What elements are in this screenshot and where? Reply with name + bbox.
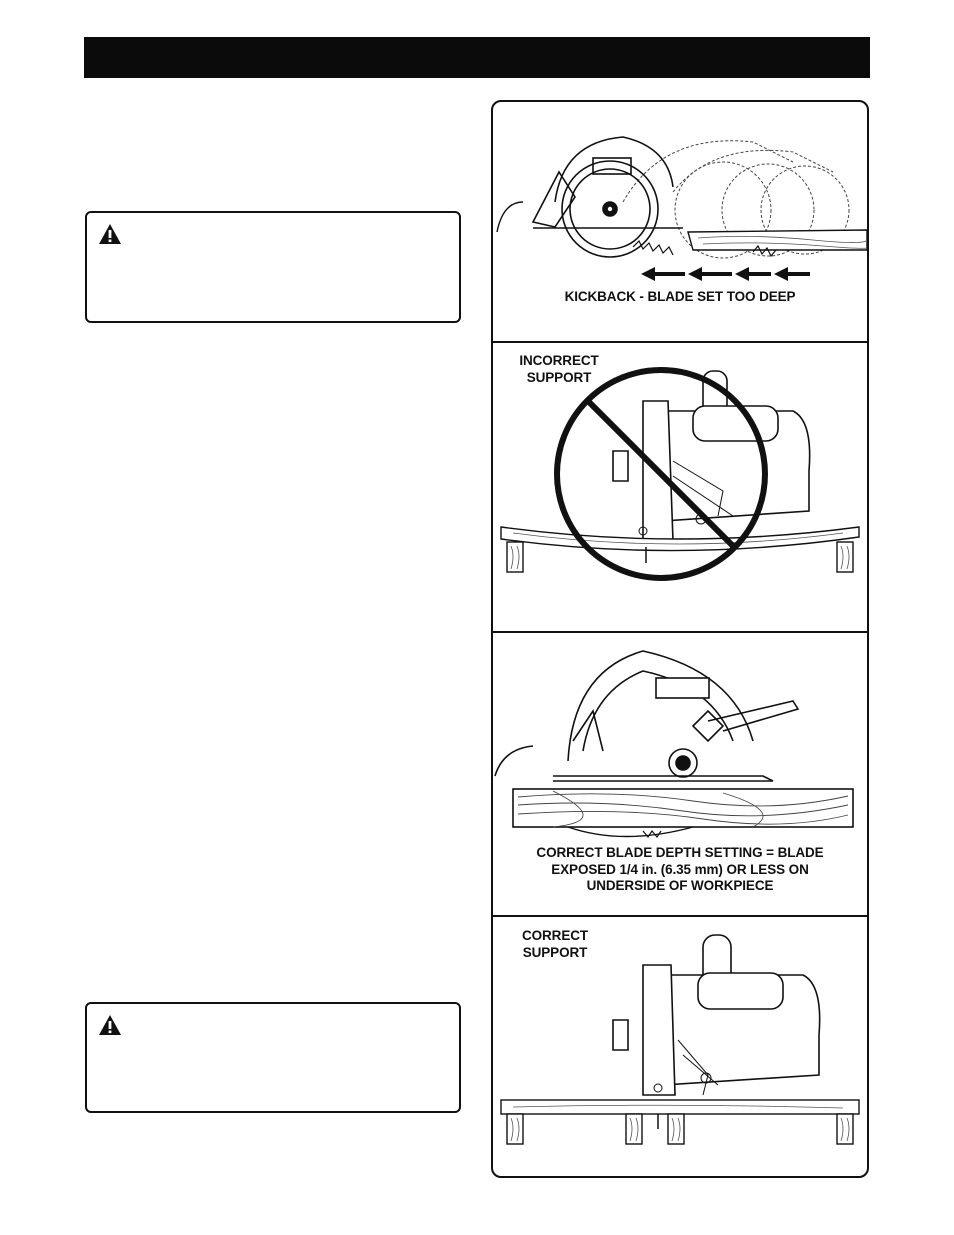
incorrect-support-label-line2: SUPPORT [526,369,592,385]
incorrect-support-label: INCORRECT SUPPORT [509,353,609,386]
blade-depth-illustration [494,650,854,839]
correct-support-label-line2: SUPPORT [522,944,588,960]
warning-box-1 [85,211,461,323]
panel-divider [493,631,867,633]
illustration-panel: KICKBACK - BLADE SET TOO DEEP INCORRECT … [491,100,869,1178]
blade-depth-caption-line1: CORRECT BLADE DEPTH SETTING = BLADE [536,845,824,860]
blade-depth-caption-line3: UNDERSIDE OF WORKPIECE [586,878,774,893]
incorrect-support-label-line1: INCORRECT [519,353,599,368]
correct-support-label-line1: CORRECT [521,928,589,943]
warning-triangle-icon [99,224,121,244]
kickback-illustration [496,136,867,281]
correct-support-illustration [500,934,860,1145]
correct-support-label: CORRECT SUPPORT [507,928,603,961]
blade-depth-caption-line2: EXPOSED 1/4 in. (6.35 mm) OR LESS ON [551,861,809,877]
panel-divider [493,341,867,343]
kickback-caption: KICKBACK - BLADE SET TOO DEEP [564,289,796,304]
blade-depth-caption: CORRECT BLADE DEPTH SETTING = BLADE EXPO… [493,845,867,895]
section-header-bar [84,37,870,78]
panel-divider [493,915,867,917]
warning-box-2 [85,1002,461,1113]
warning-triangle-icon [99,1015,121,1035]
incorrect-support-illustration [500,367,860,581]
